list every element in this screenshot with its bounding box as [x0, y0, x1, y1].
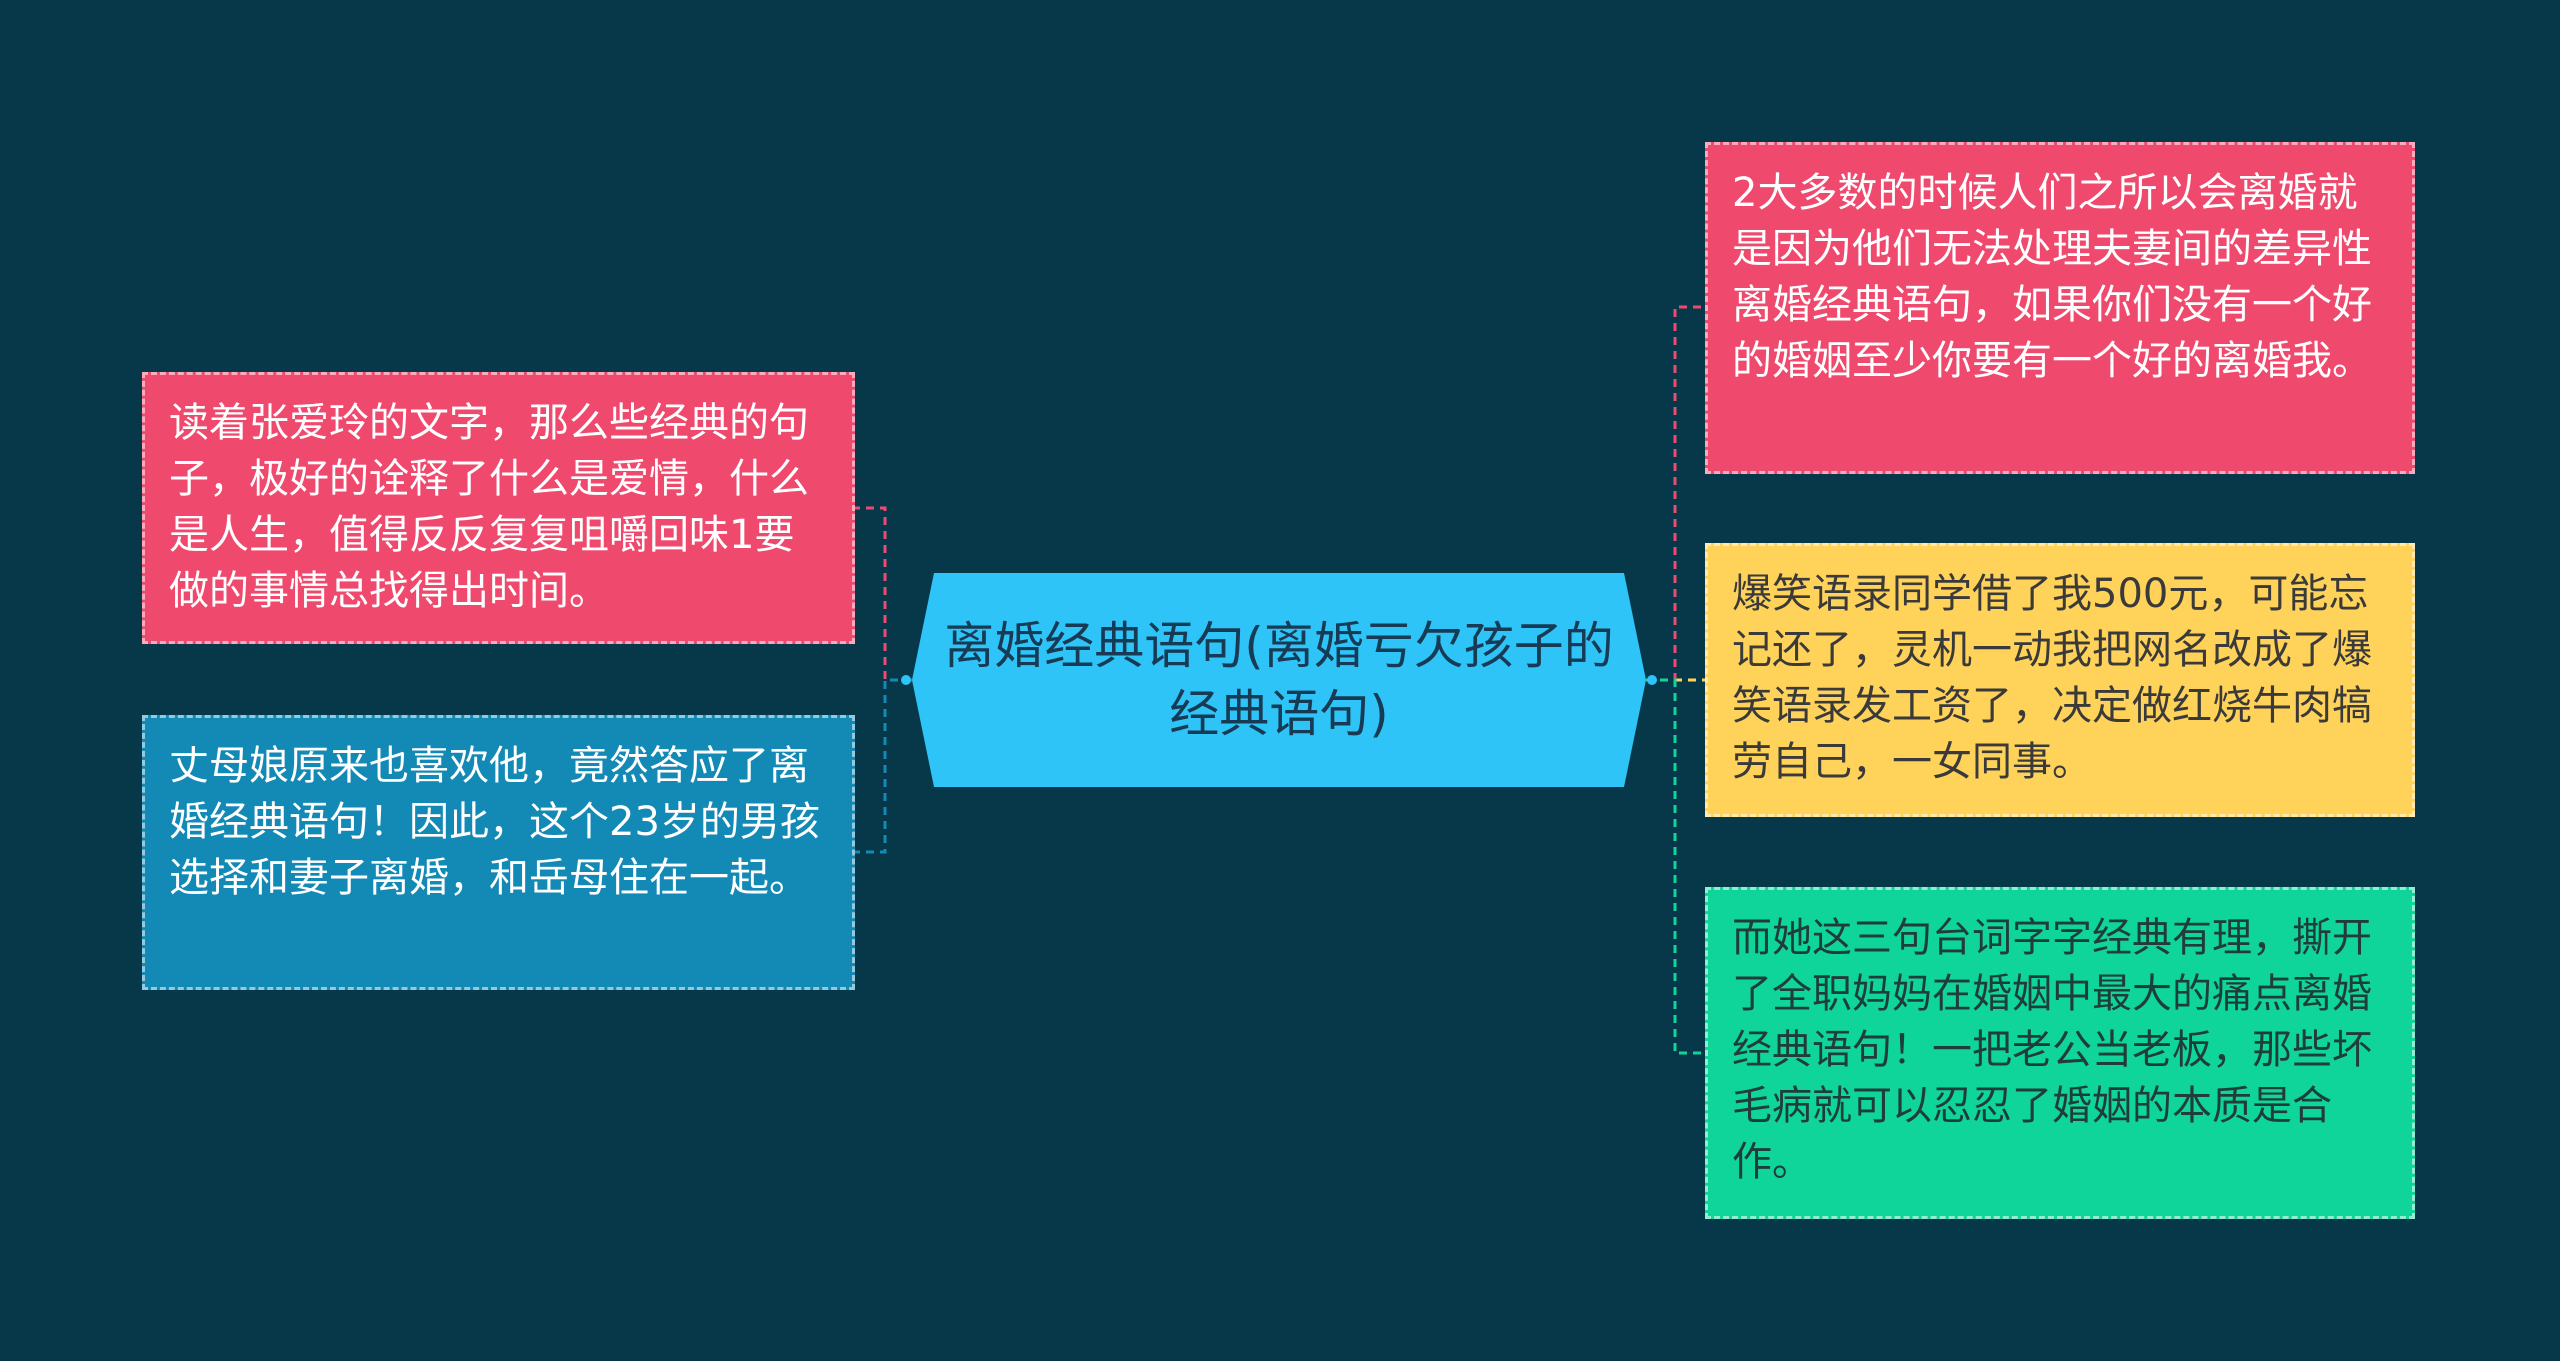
right-topic-text-2: 爆笑语录同学借了我500元，可能忘记还了，灵机一动我把网名改成了爆笑语录发工资了…	[1732, 571, 2372, 785]
right-topic-text-1: 2大多数的时候人们之所以会离婚就是因为他们无法处理夫妻间的差异性离婚经典语句，如…	[1732, 170, 2372, 384]
central-topic-node[interactable]: 离婚经典语句(离婚亏欠孩子的经典语句)	[912, 573, 1646, 787]
right-topic-text-3: 而她这三句台词字字经典有理，撕开了全职妈妈在婚姻中最大的痛点离婚经典语句！一把老…	[1732, 915, 2372, 1185]
connector-right-1	[1646, 305, 1705, 682]
left-topic-node-2[interactable]: 丈母娘原来也喜欢他，竟然答应了离婚经典语句！因此，这个23岁的男孩选择和妻子离婚…	[142, 715, 855, 990]
connector-left-2	[855, 678, 912, 854]
connector-left-1	[855, 506, 912, 682]
connector-right-3	[1646, 678, 1705, 1055]
right-topic-node-3[interactable]: 而她这三句台词字字经典有理，撕开了全职妈妈在婚姻中最大的痛点离婚经典语句！一把老…	[1705, 887, 2415, 1219]
left-topic-node-1[interactable]: 读着张爱玲的文字，那么些经典的句子，极好的诠释了什么是爱情，什么是人生，值得反反…	[142, 372, 855, 644]
right-topic-node-1[interactable]: 2大多数的时候人们之所以会离婚就是因为他们无法处理夫妻间的差异性离婚经典语句，如…	[1705, 142, 2415, 474]
center-junction-left	[901, 675, 911, 685]
left-topic-text-2: 丈母娘原来也喜欢他，竟然答应了离婚经典语句！因此，这个23岁的男孩选择和妻子离婚…	[169, 743, 820, 901]
left-topic-text-1: 读着张爱玲的文字，那么些经典的句子，极好的诠释了什么是爱情，什么是人生，值得反反…	[169, 400, 809, 614]
central-topic-text: 离婚经典语句(离婚亏欠孩子的经典语句)	[944, 617, 1614, 743]
center-junction-right	[1647, 675, 1657, 685]
right-topic-node-2[interactable]: 爆笑语录同学借了我500元，可能忘记还了，灵机一动我把网名改成了爆笑语录发工资了…	[1705, 543, 2415, 817]
